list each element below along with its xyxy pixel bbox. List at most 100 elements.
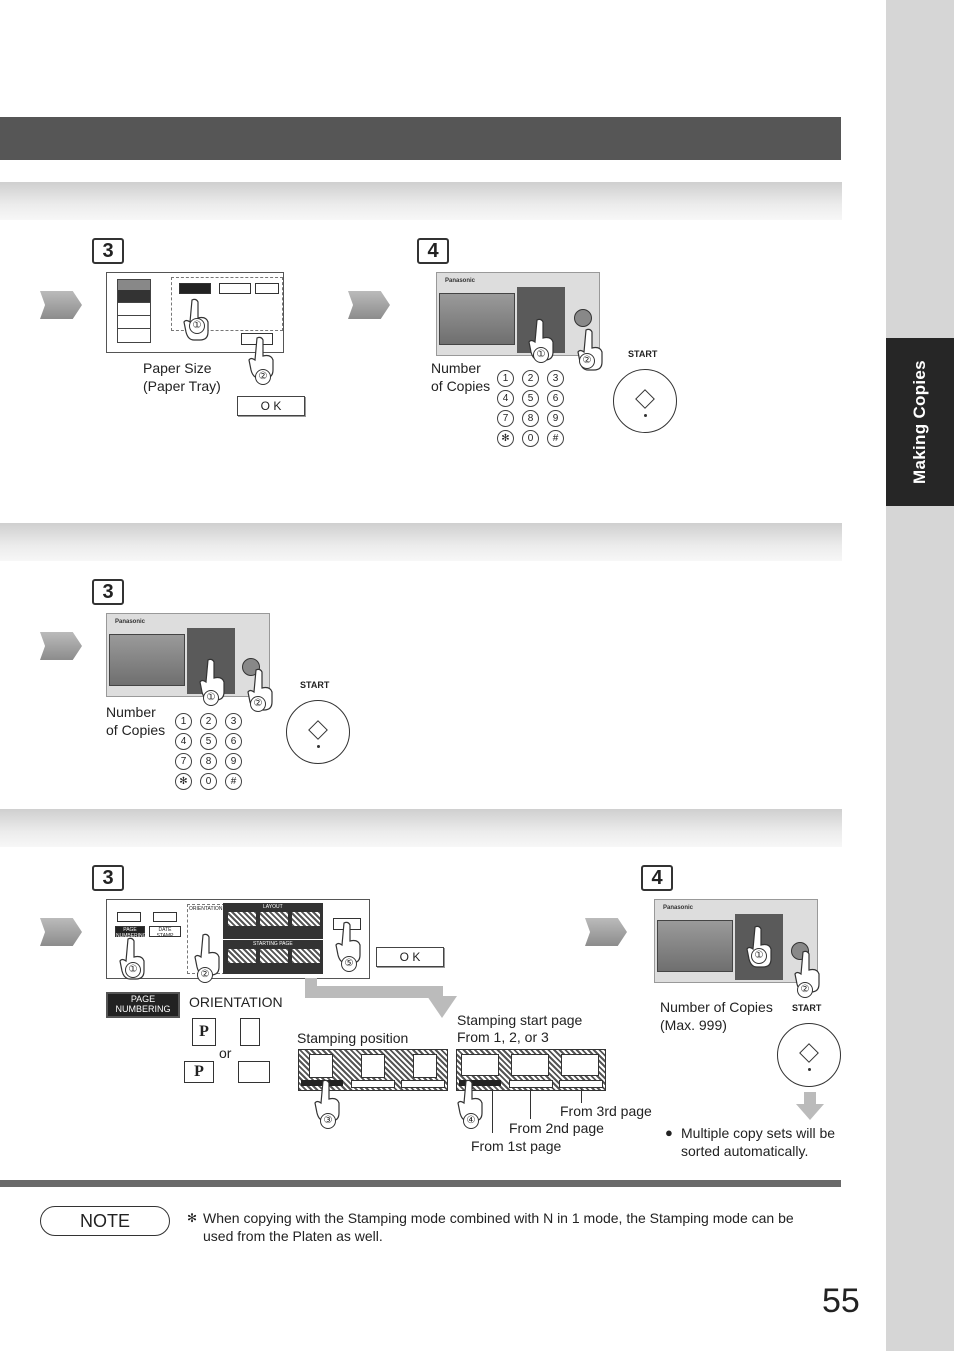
key-4: 4 — [175, 733, 192, 750]
unselected-bar — [351, 1080, 395, 1088]
orientation-heading: ORIENTATION — [189, 906, 223, 912]
callout-1: ① — [533, 347, 549, 363]
tray-button-1[interactable] — [179, 283, 211, 294]
key-hash: # — [225, 773, 242, 790]
layout-option[interactable] — [227, 911, 257, 927]
label-orientation: ORIENTATION — [189, 994, 283, 1010]
start-button[interactable] — [777, 1023, 841, 1087]
chapter-tab-label: Making Copies — [910, 360, 929, 484]
callout-2: ② — [250, 696, 266, 712]
lcd-screen — [657, 920, 733, 972]
ok-button[interactable]: O K — [237, 396, 305, 416]
step-number: 4 — [417, 238, 449, 264]
arrow-icon — [40, 291, 82, 319]
key-5: 5 — [200, 733, 217, 750]
note-badge: NOTE — [40, 1206, 170, 1236]
key-star: ✻ — [175, 773, 192, 790]
key-8: 8 — [522, 410, 539, 427]
arrow-icon — [40, 918, 82, 946]
callout-3: ③ — [320, 1113, 336, 1129]
page-numbering-key: PAGE NUMBERING — [106, 992, 180, 1018]
callout-2: ② — [197, 967, 213, 983]
start-button[interactable] — [286, 700, 350, 764]
label-max-999: (Max. 999) — [660, 1017, 727, 1033]
layout-option[interactable] — [259, 911, 289, 927]
label-from-1-2-3: From 1, 2, or 3 — [457, 1029, 549, 1045]
pointing-hand-icon — [335, 921, 361, 964]
key-1: 1 — [175, 713, 192, 730]
section-bar-1 — [0, 182, 842, 220]
ok-button[interactable]: O K — [376, 947, 444, 967]
starting-page-options — [456, 1049, 606, 1091]
key-hash: # — [547, 430, 564, 447]
start-page-option[interactable] — [227, 948, 257, 964]
selected-bar — [301, 1080, 343, 1086]
start-option[interactable] — [511, 1054, 549, 1076]
start-option[interactable] — [561, 1054, 599, 1076]
arrow-icon — [348, 291, 390, 319]
callout-4: ④ — [463, 1113, 479, 1129]
section-bar-3 — [0, 809, 842, 847]
page-title-bar — [0, 117, 841, 160]
position-option[interactable] — [413, 1054, 437, 1078]
key-6: 6 — [547, 390, 564, 407]
label-stamping-start: Stamping start page — [457, 1012, 583, 1028]
sidebar-strip — [886, 0, 954, 1351]
chapter-tab: Making Copies — [886, 338, 954, 506]
step-number: 3 — [92, 579, 124, 605]
flow-arrow-stem — [305, 986, 443, 998]
leader-line — [581, 1089, 582, 1103]
label-paper-tray: (Paper Tray) — [143, 378, 221, 394]
portrait-icon: P — [192, 1018, 216, 1046]
page-number: 55 — [822, 1282, 860, 1320]
lcd-screen — [439, 293, 515, 345]
callout-5: ⑤ — [341, 956, 357, 972]
position-option[interactable] — [309, 1054, 333, 1078]
back-button[interactable] — [117, 912, 141, 922]
label-from-1st: From 1st page — [471, 1138, 562, 1154]
layout-group: LAYOUT — [223, 903, 323, 939]
callout-1: ① — [751, 948, 767, 964]
key-0: 0 — [200, 773, 217, 790]
key-7: 7 — [175, 753, 192, 770]
callout-2: ② — [255, 369, 271, 385]
note-text-line1: When copying with the Stamping mode comb… — [203, 1210, 794, 1226]
key-2: 2 — [522, 370, 539, 387]
label-from-3rd: From 3rd page — [560, 1103, 652, 1119]
key-6: 6 — [225, 733, 242, 750]
unselected-bar — [401, 1080, 445, 1088]
label-or: or — [219, 1045, 232, 1061]
tray-selection-area — [171, 277, 283, 331]
label-number: Number — [106, 704, 156, 720]
bypass-button[interactable] — [219, 283, 251, 294]
key-9: 9 — [547, 410, 564, 427]
brand-logo: Panasonic — [663, 905, 694, 911]
callout-2: ② — [579, 353, 595, 369]
pointing-hand-icon — [199, 658, 225, 701]
asterisk-icon: ✻ — [187, 1211, 198, 1225]
start-page-option[interactable] — [291, 948, 321, 964]
paper-tray-panel — [106, 272, 284, 353]
key-7: 7 — [497, 410, 514, 427]
lcd-screen — [109, 634, 185, 686]
label-number-of-copies: Number of Copies — [660, 999, 773, 1015]
start-page-option[interactable] — [259, 948, 289, 964]
position-option[interactable] — [361, 1054, 385, 1078]
start-button-mini[interactable] — [574, 309, 592, 327]
layout-heading: LAYOUT — [263, 904, 283, 910]
start-button[interactable] — [613, 369, 677, 433]
layout-option[interactable] — [291, 911, 321, 927]
bottom-divider — [0, 1180, 841, 1187]
key-3: 3 — [547, 370, 564, 387]
lcc-button[interactable] — [255, 283, 279, 294]
date-stamp-button[interactable]: DATE STAMP — [149, 926, 181, 939]
portrait-rotated-icon: P — [184, 1061, 214, 1083]
step-number: 4 — [641, 865, 673, 891]
page-numbering-button[interactable]: PAGE NUMBERING — [115, 926, 147, 939]
down-arrow-head — [796, 1104, 824, 1120]
callout-1: ① — [189, 318, 205, 334]
numbers-button[interactable] — [153, 912, 177, 922]
start-option[interactable] — [461, 1054, 499, 1076]
keypad-diagram: 1 2 3 4 5 6 7 8 9 ✻ 0 # — [175, 713, 243, 791]
key-8: 8 — [200, 753, 217, 770]
